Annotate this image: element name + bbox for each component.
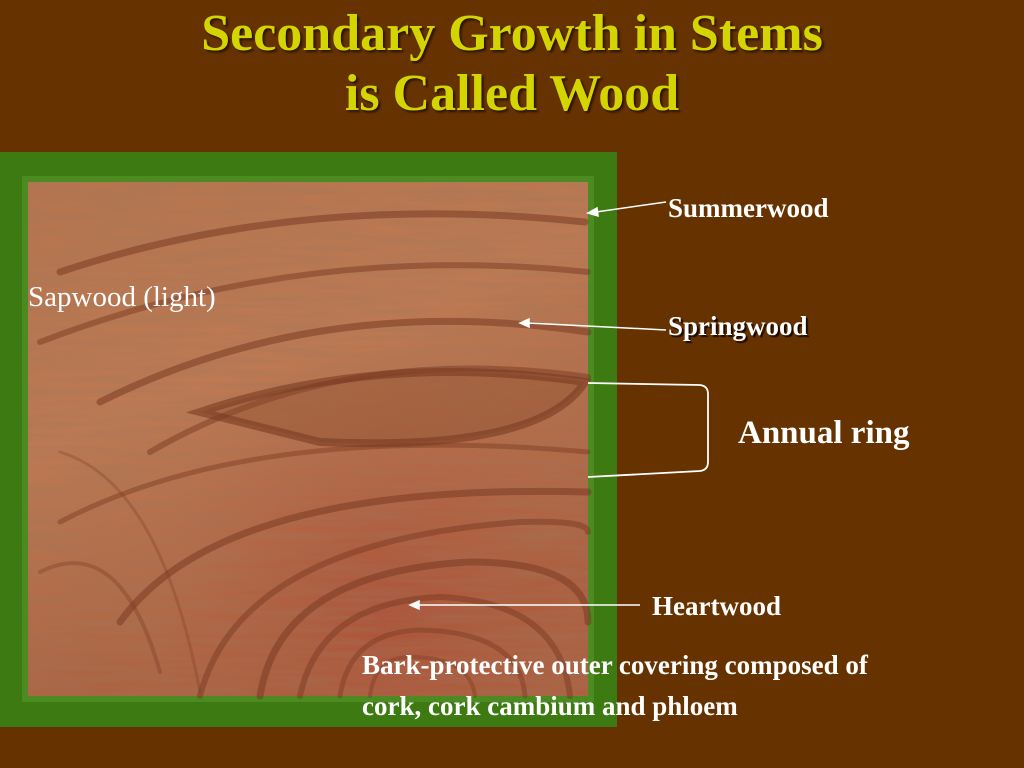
label-sapwood: Sapwood (light) [28, 281, 216, 313]
title-line-1: Secondary Growth in Stems [201, 5, 823, 62]
label-heartwood: Heartwood [652, 591, 781, 621]
annual-ring-bracket [587, 382, 709, 478]
label-springwood: Springwood [668, 311, 808, 341]
summerwood-pointer [595, 201, 667, 213]
slide-title: Secondary Growth in Stems is Called Wood [0, 4, 1024, 124]
label-summerwood: Summerwood [668, 193, 829, 223]
label-annual-ring: Annual ring [738, 415, 910, 451]
springwood-pointer [527, 322, 667, 331]
label-bark: Bark-protective outer covering composed … [362, 650, 868, 721]
wood-cross-section-image [0, 152, 617, 727]
title-line-2: is Called Wood [344, 65, 680, 122]
